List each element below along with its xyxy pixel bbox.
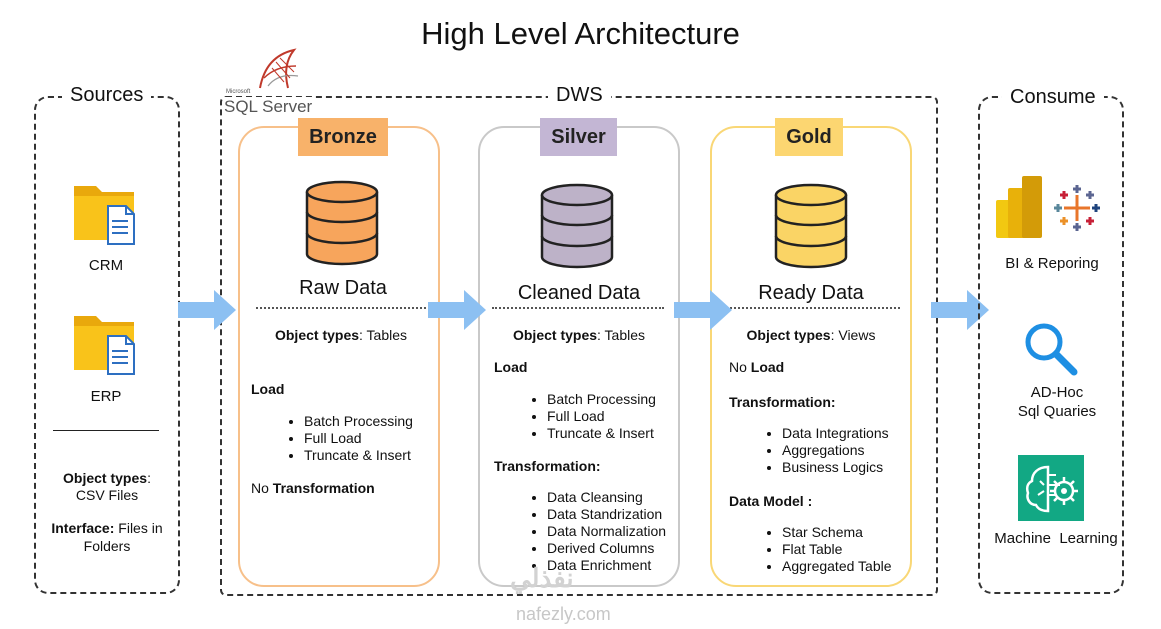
erp-folder-icon [74,316,135,375]
adhoc-line-2: Sql Quaries [1017,403,1097,420]
consume-label: Consume [1002,86,1104,109]
arrow-right-icon [931,290,989,330]
crm-label: CRM [88,257,124,274]
sources-object-types: Object types: CSV Files [63,470,151,503]
bronze-object-types-key: Object types [274,327,360,343]
silver-object-types-key: Object types [512,327,598,343]
gold-transformation-heading: Transformation: [729,394,836,410]
list-item: Full Load [547,408,656,425]
sql-server-logo-icon [259,48,299,89]
bronze-transformation-word: Transformation [272,480,375,496]
arrow-right-icon [178,290,236,330]
erp-label: ERP [90,388,122,405]
list-item: Data Enrichment [547,557,666,574]
list-item: Data Normalization [547,523,666,540]
list-item: Aggregations [782,442,889,459]
gold-subtitle: Ready Data [758,282,864,304]
sources-divider [53,430,159,431]
bronze-load-list: Batch Processing Full Load Truncate & In… [284,413,413,464]
list-item: Aggregated Table [782,558,892,575]
silver-object-types-value: : Tables [597,327,646,343]
sources-interface: Interface: Files in Folders [36,519,178,555]
list-item: Business Logics [782,459,889,476]
tableau-icon [1054,185,1100,231]
sources-interface-value-1: Files in [118,520,163,536]
bronze-object-types: Object types: Tables [242,327,440,343]
gold-object-types-key: Object types [746,327,831,343]
bi-reporting-label: BI & Reporing [1005,255,1099,272]
bronze-load-heading: Load [251,381,285,397]
silver-separator [492,307,664,309]
machine-learning-icon [1018,455,1084,521]
list-item: Derived Columns [547,540,666,557]
sql-server-label: SQL Server [224,97,316,117]
diagram-title: High Level Architecture [421,16,740,51]
gold-data-model-heading: Data Model : [729,493,813,509]
bronze-no-word: No [251,480,269,496]
arrow-right-icon [674,290,732,330]
list-item: Star Schema [782,524,892,541]
list-item: Data Integrations [782,425,889,442]
adhoc-label: AD-Hoc Sql Quaries [980,383,1134,421]
watermark-arabic: نفذلي [510,563,574,593]
list-item: Flat Table [782,541,892,558]
bronze-subtitle: Raw Data [299,277,387,299]
list-item: Data Cleansing [547,489,666,506]
sources-interface-key: Interface: [51,520,115,536]
silver-subtitle: Cleaned Data [517,282,641,304]
crm-folder-icon [74,186,135,245]
list-item: Batch Processing [547,391,656,408]
list-item: Data Standrization [547,506,666,523]
watermark-url: nafezly.com [516,604,611,624]
silver-transformation-heading: Transformation: [494,458,601,474]
sources-object-types-key: Object types [63,470,148,486]
gold-data-model-list: Star Schema Flat Table Aggregated Table [762,524,892,575]
gold-no-load: No Load [729,359,784,375]
sources-interface-value-2: Folders [83,538,131,554]
gold-no-word: No [729,359,747,375]
bronze-object-types-value: : Tables [359,327,408,343]
silver-load-list: Batch Processing Full Load Truncate & In… [527,391,656,442]
silver-load-heading: Load [494,359,528,375]
silver-database-icon [540,183,614,269]
gold-layer [710,126,912,587]
gold-database-icon [774,183,848,269]
sources-object-types-value: CSV Files [75,487,139,503]
bronze-no-transformation: No Transformation [251,480,375,496]
arrow-right-icon [428,290,486,330]
dws-label: DWS [548,84,611,107]
power-bi-icon [996,176,1042,238]
bronze-separator [256,307,430,309]
gold-transformation-list: Data Integrations Aggregations Business … [762,425,889,476]
list-item: Truncate & Insert [547,425,656,442]
bronze-database-icon [305,180,379,266]
list-item: Truncate & Insert [304,447,413,464]
list-item: Batch Processing [304,413,413,430]
gold-tag: Gold [775,118,843,156]
list-item: Full Load [304,430,413,447]
silver-transformation-list: Data Cleansing Data Standrization Data N… [527,489,666,574]
gold-load-word: Load [750,359,785,375]
sources-label: Sources [62,84,152,107]
search-icon [1025,323,1078,376]
adhoc-line-1: AD-Hoc [1030,384,1084,401]
silver-object-types: Object types: Tables [480,327,678,343]
gold-object-types: Object types: Views [712,327,910,343]
gold-separator [726,307,900,309]
silver-tag: Silver [540,118,617,156]
gold-object-types-value: : Views [830,327,876,343]
bronze-tag: Bronze [298,118,388,156]
sql-server-small-label: Microsoft [226,89,251,95]
machine-learning-label: Machine Learning [994,530,1118,547]
